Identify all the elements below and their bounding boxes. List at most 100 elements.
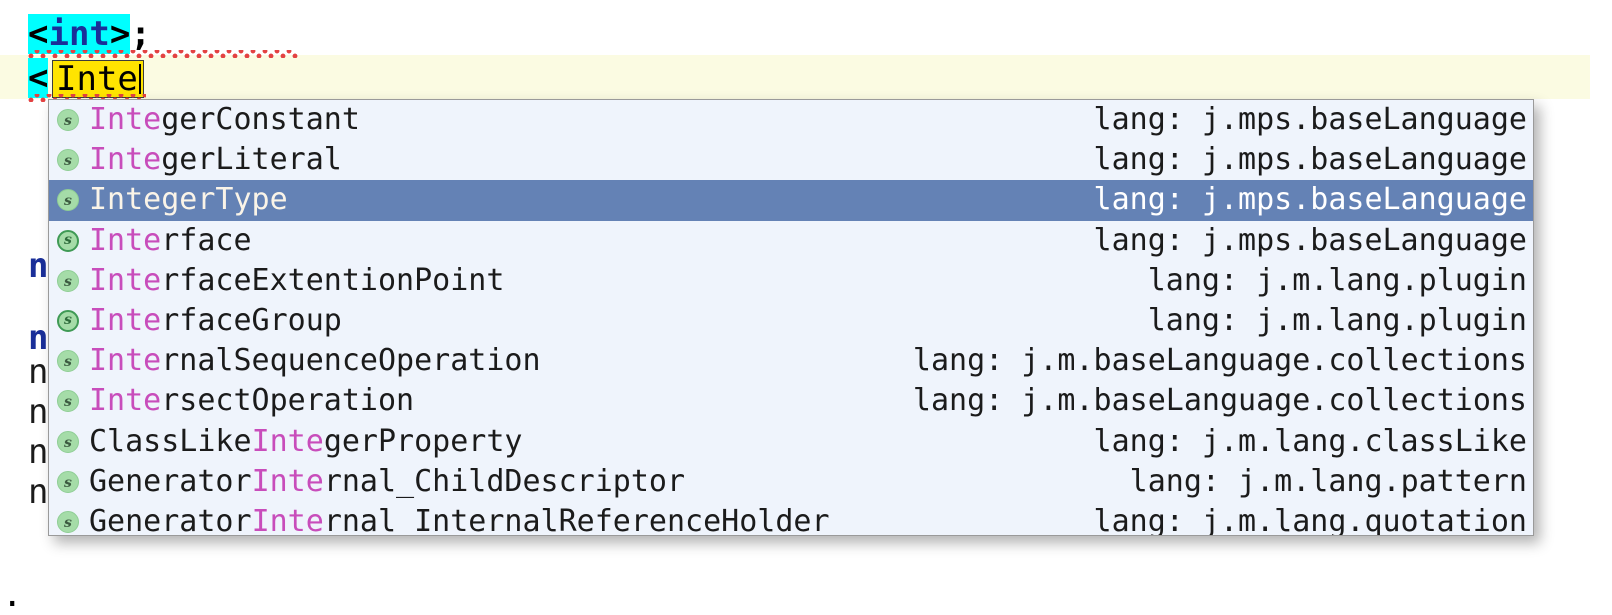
name-match: Inte (89, 383, 162, 419)
name-match: Inte (89, 343, 162, 379)
completion-item[interactable]: s Interface lang: j.mps.baseLanguage (49, 220, 1533, 261)
background-code-fragment: n (28, 352, 49, 392)
completion-item[interactable]: s InterfaceExtentionPoint lang: j.m.lang.p… (49, 260, 1533, 301)
completion-item-name: IntegerConstant (89, 103, 360, 137)
completion-item[interactable]: s InternalSequenceOperation lang: j.m.base… (49, 341, 1533, 382)
completion-item-language: lang: j.m.lang.plugin (1147, 262, 1527, 298)
concept-icon: s (55, 388, 81, 414)
icon-glyph: s (57, 430, 79, 453)
concept-icon: s (55, 147, 81, 173)
name-match: Inte (89, 303, 162, 339)
code-line-1: <int>; (28, 12, 151, 56)
icon-glyph: s (57, 510, 79, 533)
icon-glyph: s (57, 269, 79, 292)
statement-semicolon: ; (130, 14, 151, 54)
concept-icon: s (55, 509, 81, 535)
completion-item-name: Interface (89, 222, 252, 258)
completion-item-name: ClassLikeIntegerProperty (89, 423, 523, 459)
concept-icon: s (55, 107, 81, 133)
name-match: Inte (89, 262, 162, 298)
name-match: Inte (89, 182, 162, 218)
name-suffix: gerProperty (323, 423, 523, 459)
completion-item-language: lang: j.mps.baseLanguage (1093, 102, 1527, 138)
completion-item[interactable]: s InterfaceGroup lang: j.m.lang.plugin (49, 300, 1533, 342)
name-match: Inte (251, 423, 324, 459)
background-code-fragment: n (28, 246, 49, 286)
background-code-fragment: n (28, 472, 49, 512)
background-code-fragment: n (28, 318, 49, 358)
completion-item-name: GeneratorInternal_ChildDescriptor (89, 463, 686, 499)
icon-glyph: s (57, 149, 79, 172)
completion-item[interactable]: s IntegerLiteral lang: j.mps.baseLanguage (49, 140, 1533, 181)
concept-icon: s (55, 268, 81, 294)
interface-concept-icon: s (55, 308, 81, 334)
completion-item-name: InterfaceExtentionPoint (89, 262, 505, 298)
completion-item-name: InternalSequenceOperation (89, 344, 541, 378)
completion-item-name: IntersectOperation (89, 384, 414, 418)
completion-item-name: InterfaceGroup (89, 304, 342, 338)
name-suffix: rnal_InternalReferenceHolder (323, 503, 830, 536)
completion-item[interactable]: s IntersectOperation lang: j.m.baseLanguag… (49, 381, 1533, 422)
completion-item-language: lang: j.m.lang.plugin (1147, 303, 1527, 339)
inline-edit-value: Inte (56, 59, 138, 99)
error-squiggle-line-1 (28, 50, 298, 58)
name-prefix: Generator (89, 503, 252, 536)
name-prefix: Generator (89, 463, 252, 499)
completion-item-language: lang: j.mps.baseLanguage (1093, 222, 1527, 258)
completion-item-language: lang: j.m.baseLanguage.collections (912, 383, 1527, 419)
icon-glyph: s (57, 229, 79, 252)
completion-item-language: lang: j.m.lang.quotation (1093, 503, 1527, 536)
completion-item-language: lang: j.mps.baseLanguage (1093, 142, 1527, 178)
name-suffix: rfaceExtentionPoint (161, 262, 505, 298)
name-match: Inte (89, 142, 162, 178)
inline-edit-cell[interactable]: Inte (52, 60, 144, 98)
icon-glyph: s (57, 390, 79, 413)
completion-item-language: lang: j.m.lang.pattern (1129, 463, 1527, 499)
icon-glyph: s (57, 189, 79, 212)
concept-icon: s (55, 429, 81, 455)
concept-icon: s (55, 469, 81, 495)
background-code-fragment: n (28, 392, 49, 432)
name-suffix: rfaceGroup (161, 303, 342, 339)
type-open-bracket-2: < (28, 58, 49, 98)
name-suffix: rnalSequenceOperation (161, 343, 541, 379)
completion-item[interactable]: s IntegerType lang: j.mps.baseLanguage (49, 180, 1533, 221)
type-keyword-int: int (48, 14, 110, 54)
completion-item[interactable]: s ClassLikeIntegerProperty lang: j.m.lang.… (49, 421, 1533, 462)
completion-item[interactable]: s GeneratorInternal_InternalReferenceHold… (49, 501, 1533, 536)
completion-item-language: lang: j.m.lang.classLike (1093, 423, 1527, 459)
editor-bottom-mark: . (2, 575, 23, 615)
icon-glyph: s (57, 109, 79, 132)
icon-glyph: s (57, 350, 79, 373)
concept-icon: s (55, 187, 81, 213)
name-suffix: gerType (161, 182, 288, 218)
completion-item-language: lang: j.m.baseLanguage.collections (912, 343, 1527, 379)
name-match: Inte (251, 463, 324, 499)
interface-concept-icon: s (55, 228, 81, 254)
completion-item[interactable]: s IntegerConstant lang: j.mps.baseLanguage (49, 100, 1533, 141)
name-suffix: gerLiteral (161, 142, 342, 178)
completion-item-name: IntegerLiteral (89, 143, 342, 177)
concept-icon: s (55, 348, 81, 374)
current-line-highlight (0, 55, 1590, 99)
icon-glyph: s (57, 470, 79, 493)
name-match: Inte (89, 222, 162, 258)
completion-item-name: IntegerType (89, 183, 288, 217)
type-close-bracket: > (109, 14, 131, 54)
background-code-fragment: n (28, 432, 49, 472)
code-line-2: < (28, 56, 49, 100)
name-suffix: rsectOperation (161, 383, 415, 419)
name-match: Inte (89, 102, 162, 138)
completion-item-language: lang: j.mps.baseLanguage (1093, 182, 1527, 218)
icon-glyph: s (57, 310, 79, 333)
error-squiggle-line-2 (28, 94, 146, 102)
completion-item[interactable]: s GeneratorInternal_ChildDescriptor lang: … (49, 461, 1533, 502)
name-match: Inte (251, 503, 324, 536)
completion-item-name: GeneratorInternal_InternalReferenceHolde… (89, 503, 830, 536)
name-suffix: rface (161, 222, 252, 258)
name-suffix: gerConstant (161, 102, 360, 138)
name-suffix: rnal_ChildDescriptor (323, 463, 686, 499)
